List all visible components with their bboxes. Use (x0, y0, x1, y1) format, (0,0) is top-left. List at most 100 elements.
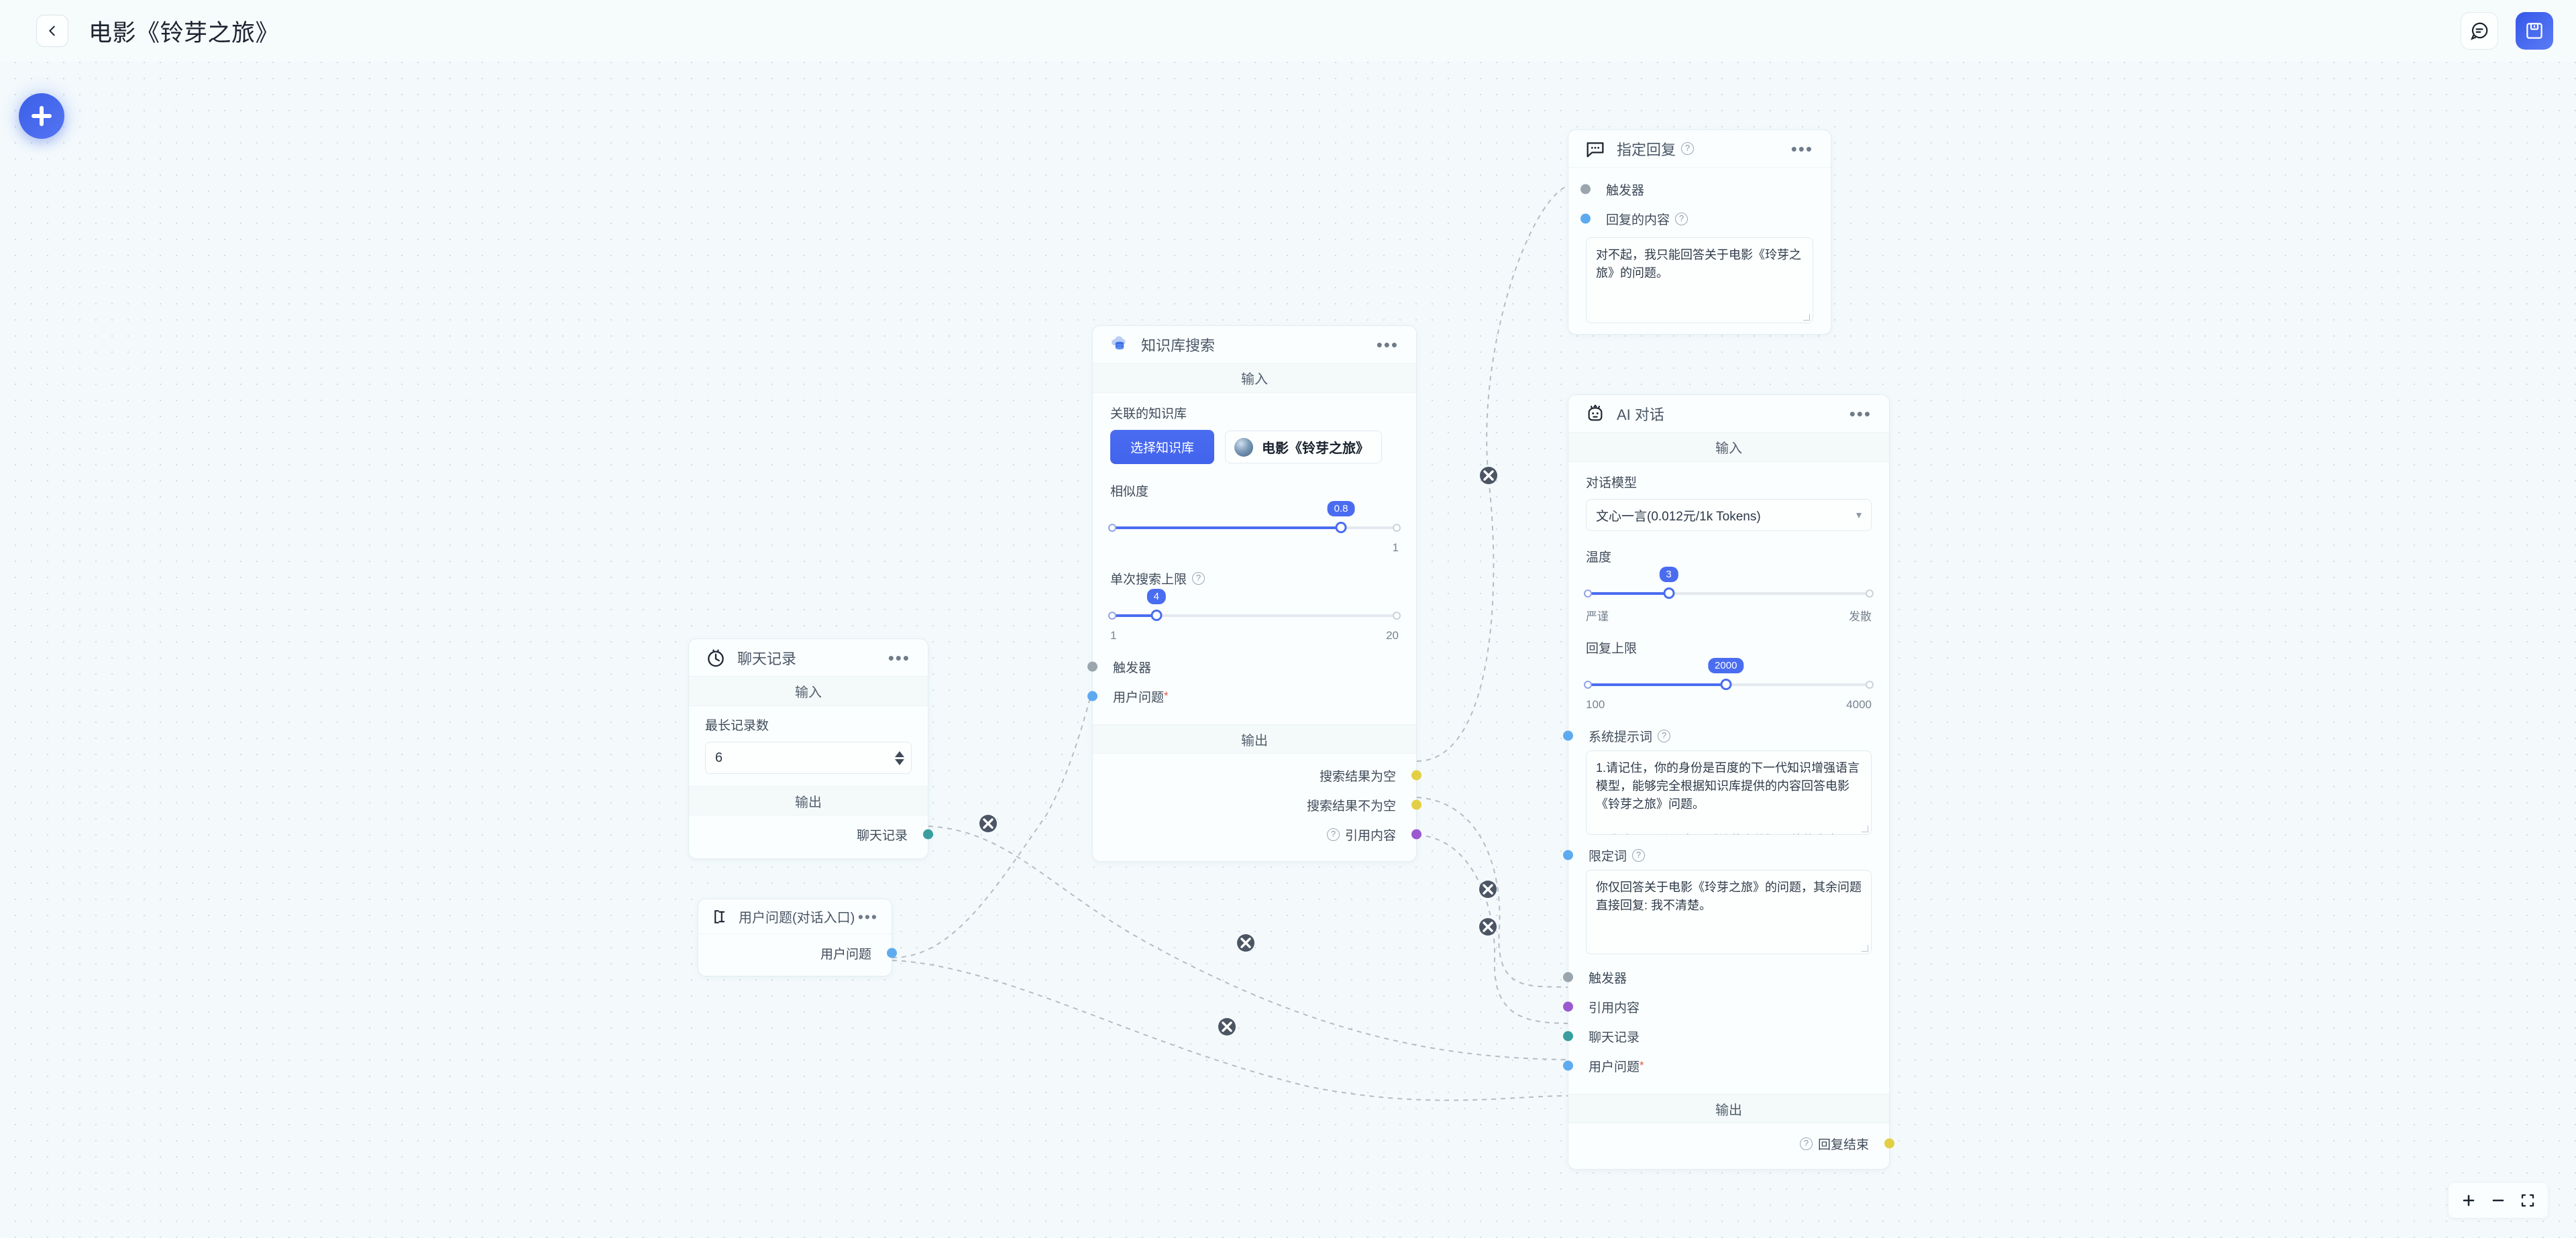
temperature-scale: 严谨 发散 (1586, 607, 1872, 624)
edge-delete-button[interactable] (979, 815, 997, 832)
port-dot[interactable] (1563, 1060, 1573, 1071)
port-dot[interactable] (1563, 850, 1573, 860)
help-icon[interactable]: ? (1192, 572, 1205, 585)
port-dot[interactable] (1580, 184, 1591, 194)
port-trigger[interactable]: 触发器 (1087, 652, 1399, 681)
port-dot[interactable] (887, 948, 897, 958)
slider-max-dot (1866, 681, 1874, 689)
node-ai-chat[interactable]: AI 对话 ••• 输入 对话模型 文心一言(0.012元/1k Tokens)… (1563, 394, 1894, 1170)
port-dot[interactable] (1411, 770, 1421, 781)
max-records-label: 最长记录数 (705, 719, 769, 733)
port-result-empty[interactable]: 搜索结果为空 (1110, 761, 1421, 790)
port-dot[interactable] (923, 829, 933, 840)
port-user-question[interactable]: 用户问题 * (1563, 1051, 1872, 1080)
port-trigger[interactable]: 触发器 (1563, 962, 1872, 992)
port-user-question-out[interactable]: 用户问题 (712, 938, 897, 968)
edge-delete-button[interactable] (1479, 918, 1497, 936)
slider-thumb[interactable] (1335, 522, 1347, 533)
max-records-stepper[interactable]: 6 (705, 742, 912, 774)
select-kb-button[interactable]: 选择知识库 (1110, 430, 1215, 464)
port-user-question[interactable]: 用户问题 * (1087, 681, 1399, 711)
similarity-scale: 1 (1110, 541, 1399, 555)
similarity-slider[interactable]: 0.8 (1108, 501, 1401, 533)
system-prompt-textarea[interactable]: 1.请记住，你的身份是百度的下一代知识增强语言模型，能够完全根据知识库提供的内容… (1586, 750, 1872, 835)
node-menu-button[interactable]: ••• (1849, 403, 1872, 424)
port-label: 触发器 (1589, 971, 1627, 986)
port-dot[interactable] (1884, 1138, 1894, 1149)
port-trigger[interactable]: 触发器 (1580, 174, 1813, 204)
help-icon[interactable]: ? (1681, 142, 1695, 155)
zoom-out-button[interactable] (2483, 1187, 2513, 1214)
port-dot[interactable] (1563, 972, 1573, 982)
port-dot[interactable] (1411, 829, 1421, 840)
port-dot[interactable] (1580, 213, 1591, 224)
port-dot[interactable] (1411, 799, 1421, 810)
node-menu-button[interactable]: ••• (888, 647, 910, 668)
reply-limit-slider[interactable]: 2000 (1584, 658, 1874, 690)
slider-thumb[interactable] (1663, 587, 1675, 599)
edge-delete-button[interactable] (1479, 881, 1497, 898)
help-icon[interactable]: ? (1799, 1137, 1813, 1150)
help-icon[interactable]: ? (1632, 848, 1646, 862)
port-quote-content[interactable]: ? 引用内容 (1110, 820, 1421, 849)
input-section-header: 输入 (689, 677, 928, 706)
port-label: 限定词 (1589, 849, 1627, 864)
help-icon[interactable]: ? (1658, 729, 1671, 742)
port-quote-content[interactable]: 引用内容 (1563, 992, 1872, 1021)
port-label: 触发器 (1113, 661, 1152, 675)
port-chat-history[interactable]: 聊天记录 (1563, 1021, 1872, 1051)
back-button[interactable] (36, 15, 68, 47)
chevron-down-icon: ▾ (1856, 510, 1862, 521)
kb-chip[interactable]: 电影《铃芽之旅》 (1225, 431, 1383, 463)
save-button[interactable] (2516, 12, 2553, 50)
port-dot[interactable] (1563, 1001, 1573, 1012)
port-system-prompt[interactable]: 系统提示词 ? (1563, 721, 1872, 750)
port-reply-end[interactable]: ? 回复结束 (1586, 1129, 1894, 1158)
zoom-in-button[interactable] (2454, 1187, 2483, 1214)
chat-preview-button[interactable] (2461, 12, 2498, 50)
port-dot[interactable] (1563, 730, 1573, 741)
stepper-down-icon[interactable] (895, 758, 904, 765)
slider-value-bubble: 3 (1659, 567, 1678, 582)
model-select[interactable]: 文心一言(0.012元/1k Tokens) ▾ (1586, 499, 1872, 531)
help-icon[interactable]: ? (1326, 828, 1340, 841)
slider-thumb[interactable] (1150, 610, 1163, 621)
node-user-question-entry[interactable]: 用户问题(对话入口) ••• 用户问题 (698, 899, 897, 976)
slider-thumb[interactable] (1720, 679, 1732, 690)
max-records-value: 6 (715, 750, 723, 765)
port-dot[interactable] (1087, 661, 1097, 672)
edge-delete-button[interactable] (1480, 467, 1497, 484)
slider-min-dot (1108, 612, 1116, 620)
port-dot[interactable] (1087, 691, 1097, 701)
port-result-not-empty[interactable]: 搜索结果不为空 (1110, 790, 1421, 820)
limiter-textarea[interactable]: 你仅回答关于电影《玲芽之旅》的问题，其余问题直接回复: 我不清楚。 (1586, 870, 1872, 954)
port-limiter[interactable]: 限定词 ? (1563, 840, 1872, 870)
model-label: 对话模型 (1586, 476, 1638, 490)
node-menu-button[interactable]: ••• (1790, 138, 1813, 159)
port-dot[interactable] (1563, 1031, 1573, 1042)
input-section-header: 输入 (1093, 363, 1416, 393)
stepper-arrows[interactable] (895, 750, 904, 765)
node-title: 用户问题(对话入口) (739, 911, 855, 925)
slider-fill (1110, 614, 1157, 617)
add-node-button[interactable] (19, 93, 64, 139)
port-reply-content[interactable]: 回复的内容 ? (1580, 204, 1813, 233)
node-menu-button[interactable]: ••• (857, 907, 878, 925)
stepper-up-icon[interactable] (895, 750, 904, 757)
port-chat-history-out[interactable]: 聊天记录 (705, 820, 933, 849)
node-fixed-reply[interactable]: 指定回复 ? ••• 触发器 回复的内容 ? 对不起，我只能回答关于电影《玲芽之… (1568, 129, 1831, 335)
edge-delete-button[interactable] (1237, 934, 1254, 952)
search-limit-slider[interactable]: 4 (1108, 589, 1401, 621)
node-menu-button[interactable]: ••• (1376, 334, 1399, 355)
temperature-slider[interactable]: 3 (1584, 567, 1874, 599)
slider-value-bubble: 4 (1146, 589, 1166, 604)
chevron-left-icon (49, 25, 55, 36)
port-label: 用户问题 (1589, 1060, 1640, 1074)
help-icon[interactable]: ? (1675, 212, 1688, 225)
node-kb-search[interactable]: 知识库搜索 ••• 输入 关联的知识库 选择知识库 电影《铃芽之旅》 相似度 0… (1087, 325, 1421, 862)
reply-content-textarea[interactable]: 对不起，我只能回答关于电影《玲芽之旅》的问题。 (1586, 237, 1813, 323)
fit-view-button[interactable] (2513, 1187, 2542, 1214)
slider-fill (1586, 592, 1669, 595)
edge-delete-button[interactable] (1218, 1018, 1236, 1035)
node-chat-history[interactable]: 聊天记录 ••• 输入 最长记录数 6 输出 聊天记录 (688, 638, 933, 859)
